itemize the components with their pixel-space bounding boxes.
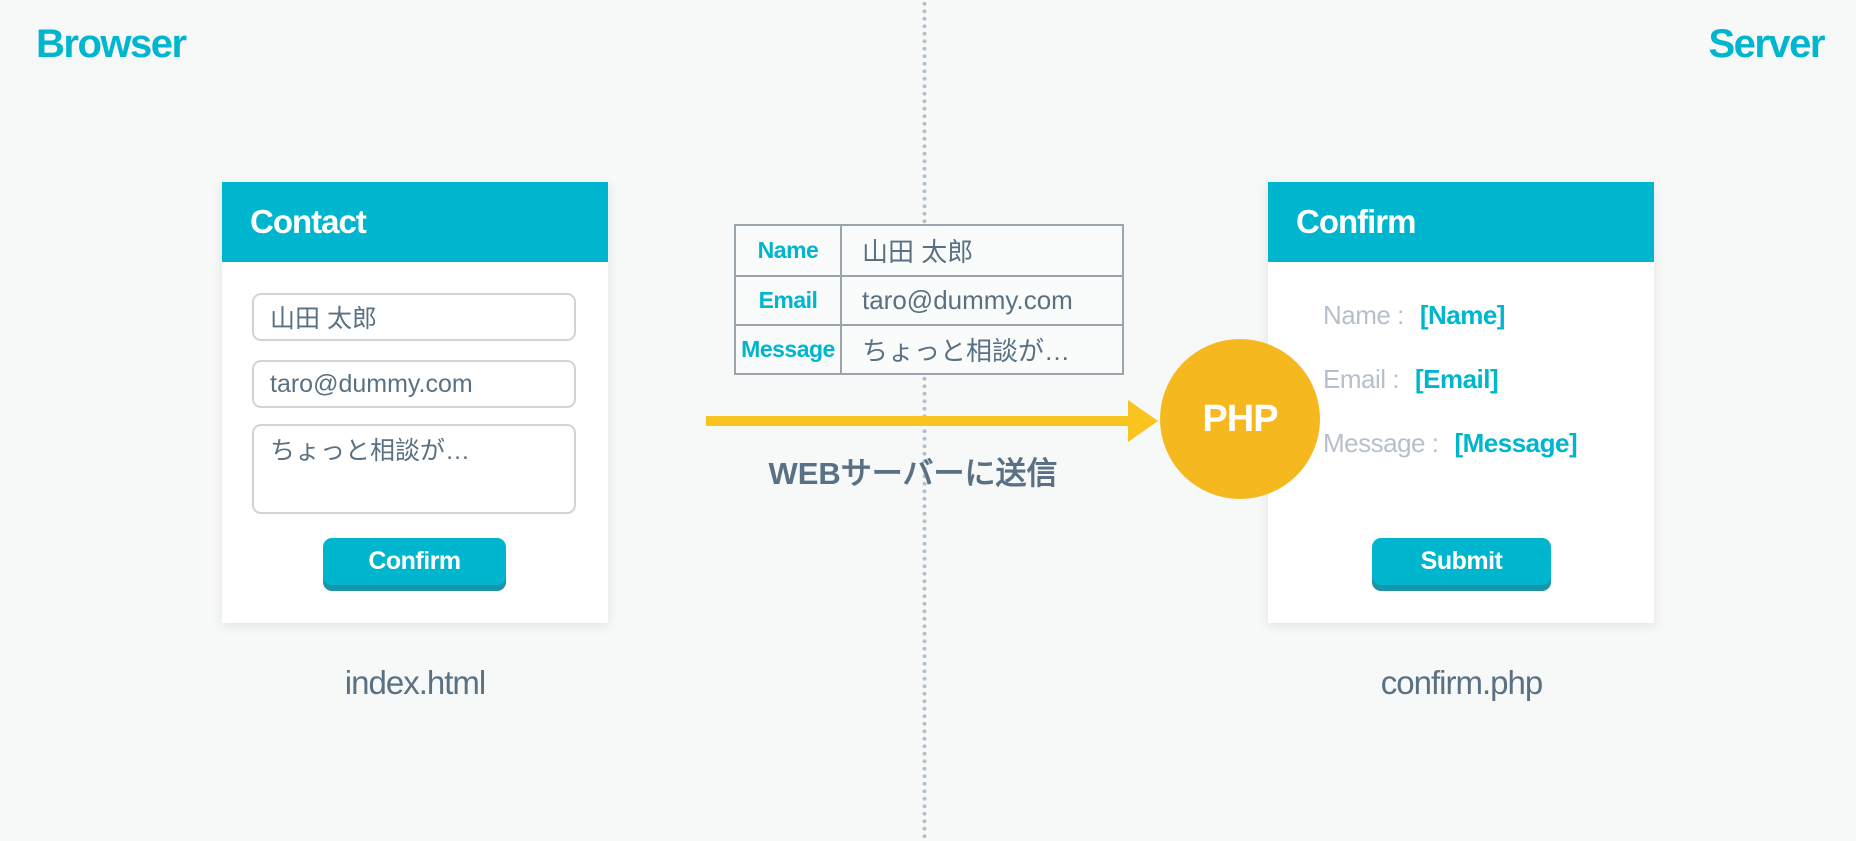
confirm-field-label: Name : (1323, 300, 1404, 330)
table-row-label: Name (736, 226, 842, 275)
email-input[interactable] (252, 360, 576, 408)
confirm-field-row: Email : [Email] (1323, 364, 1577, 428)
confirm-php-caption: confirm.php (1380, 664, 1543, 701)
post-data-table: Name 山田 太郎 Email taro@dummy.com Message … (734, 224, 1124, 375)
browser-zone-label: Browser (36, 22, 187, 66)
confirm-card-header: Confirm (1268, 182, 1654, 262)
name-input[interactable] (252, 293, 576, 341)
table-row-value: taro@dummy.com (862, 285, 1073, 315)
confirm-field-row: Name : [Name] (1323, 300, 1577, 364)
confirm-button[interactable]: Confirm (323, 538, 506, 585)
confirm-field-value: [Message] (1454, 428, 1578, 458)
table-row-value: ちょっと相談が… (862, 336, 1071, 366)
submit-button[interactable]: Submit (1372, 538, 1551, 585)
send-arrow-head-icon (1128, 400, 1158, 442)
contact-card-header: Contact (222, 182, 608, 262)
confirm-field-label: Message : (1323, 428, 1439, 458)
confirm-card-title: Confirm (1296, 203, 1416, 240)
confirm-field-row: Message : [Message] (1323, 428, 1578, 492)
confirm-field-value: [Email] (1414, 364, 1499, 394)
index-html-caption: index.html (344, 664, 486, 701)
table-row: Email taro@dummy.com (736, 275, 1122, 324)
confirm-field-label: Email : (1323, 364, 1399, 394)
php-badge-label: PHP (1202, 397, 1278, 440)
contact-card-title: Contact (250, 203, 367, 240)
confirm-card: Confirm Name : [Name] Email : [Email] Me… (1268, 182, 1654, 623)
table-row-label: Email (736, 277, 842, 324)
confirm-fields: Name : [Name] Email : [Email] Message : … (1323, 300, 1578, 492)
send-arrow-caption: WEBサーバーに送信 (768, 456, 1058, 491)
table-row: Name 山田 太郎 (736, 226, 1122, 275)
php-badge: PHP (1160, 339, 1320, 499)
message-textarea[interactable]: ちょっと相談が… (252, 424, 576, 514)
contact-form-card: Contact ちょっと相談が… Confirm (222, 182, 608, 623)
send-arrow-line (706, 416, 1130, 426)
table-row: Message ちょっと相談が… (736, 324, 1122, 373)
table-row-value: 山田 太郎 (862, 237, 974, 267)
confirm-field-value: [Name] (1419, 300, 1506, 330)
server-zone-label: Server (1708, 22, 1825, 66)
table-row-label: Message (736, 326, 842, 373)
